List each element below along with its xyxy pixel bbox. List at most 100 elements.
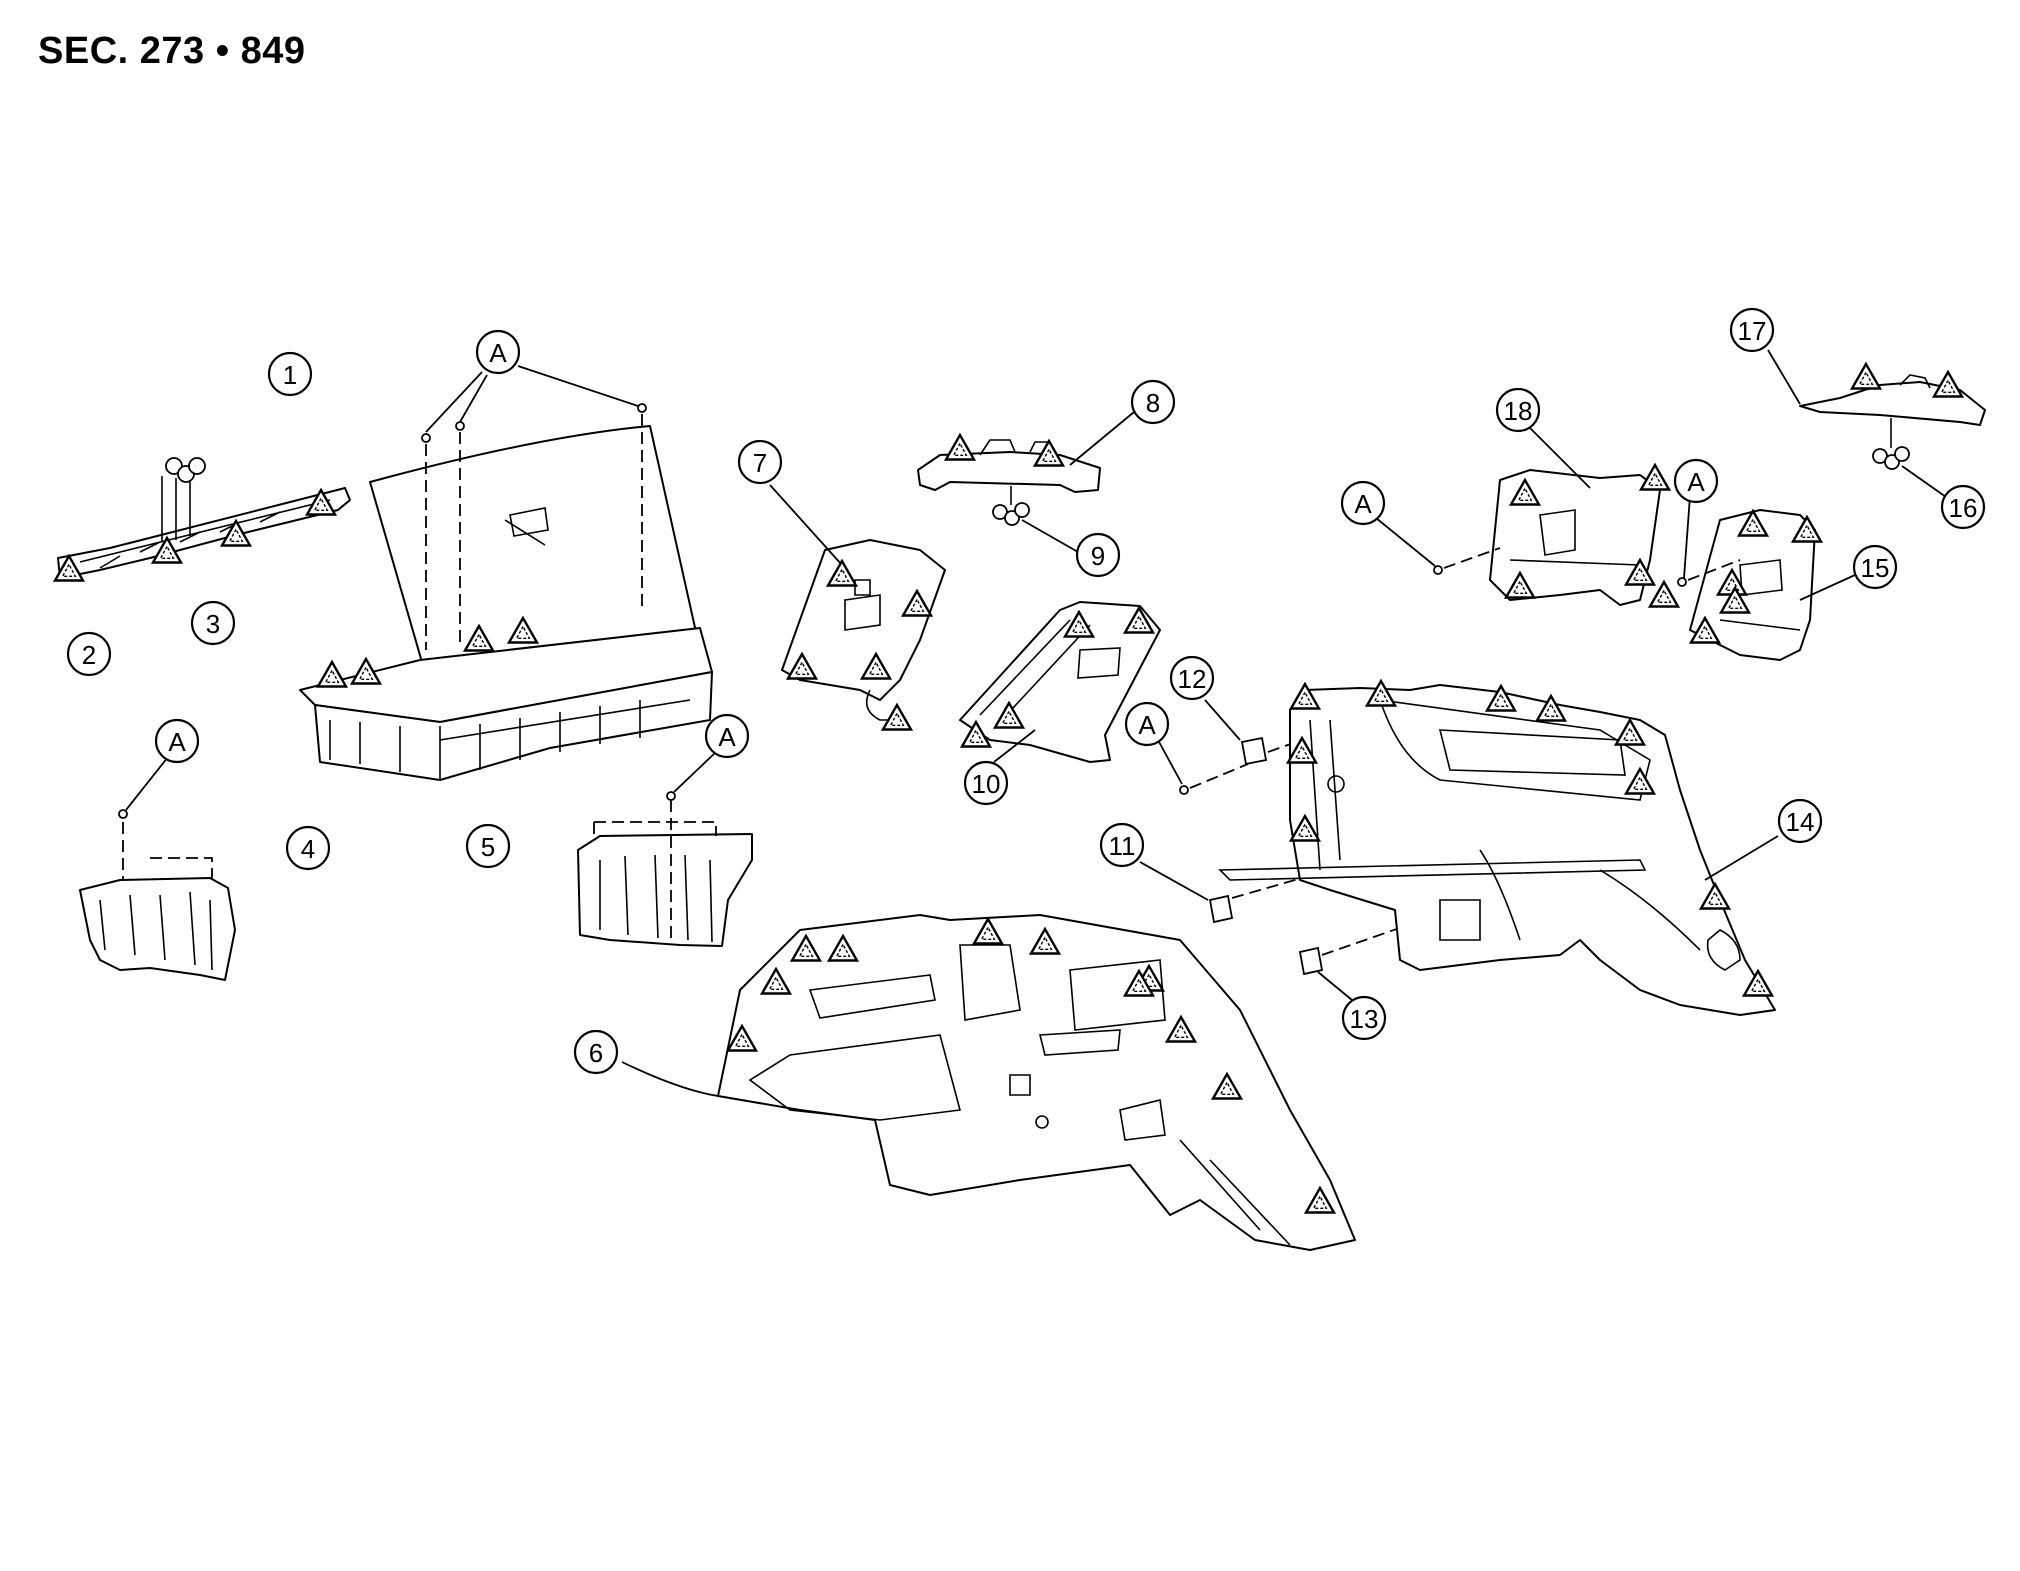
callout-1: 1 xyxy=(267,351,313,397)
clip-triangle-icon xyxy=(1534,693,1568,722)
part-15-side-trim xyxy=(1689,509,1816,661)
reference-label: A xyxy=(168,727,186,757)
clip-triangle-icon xyxy=(1032,438,1066,467)
reference-mark-a: A xyxy=(154,718,200,764)
clip-triangle-icon xyxy=(1698,881,1732,910)
callout-3: 3 xyxy=(190,600,236,646)
clip-triangle-icon xyxy=(1028,926,1062,955)
callout-label: 18 xyxy=(1504,396,1533,426)
clip-triangle-icon xyxy=(1164,1014,1198,1043)
clip-triangle-icon xyxy=(1623,557,1657,586)
clip-triangle-icon xyxy=(1484,683,1518,712)
callout-7: 7 xyxy=(737,439,783,485)
callout-13: 13 xyxy=(1341,995,1387,1041)
reference-mark-a: A xyxy=(704,713,750,759)
callout-label: 10 xyxy=(972,769,1001,799)
clip-triangle-icon xyxy=(826,933,860,962)
reference-mark-a: A xyxy=(475,329,521,375)
clip-triangle-icon xyxy=(1122,605,1156,634)
callout-label: 2 xyxy=(82,640,96,670)
clip-triangle-icon xyxy=(900,588,934,617)
clip-triangle-icon xyxy=(1288,813,1322,842)
callout-label: 12 xyxy=(1178,664,1207,694)
callout-label: 14 xyxy=(1786,807,1815,837)
part-9-clip xyxy=(992,486,1030,526)
clip-triangle-icon xyxy=(1931,369,1965,398)
callout-label: 9 xyxy=(1091,541,1105,571)
part-5-bracket xyxy=(577,833,753,947)
callout-label: 7 xyxy=(753,448,767,478)
part-6-floor-panel xyxy=(717,914,1356,1251)
clip-triangle-icon xyxy=(859,651,893,680)
part-1-clip xyxy=(161,457,206,542)
callout-18: 18 xyxy=(1495,387,1541,433)
clip-triangle-icon xyxy=(759,966,793,995)
clip-triangle-icon xyxy=(1736,508,1770,537)
reference-label: A xyxy=(1687,467,1705,497)
clip-triangle-icon xyxy=(1647,579,1681,608)
callout-6: 6 xyxy=(573,1029,619,1075)
callout-label: 15 xyxy=(1861,553,1890,583)
callout-label: 11 xyxy=(1109,831,1136,861)
clip-triangle-icon xyxy=(789,933,823,962)
clip-triangle-icon xyxy=(1613,717,1647,746)
callout-11: 11 xyxy=(1099,822,1145,868)
clip-triangle-icon xyxy=(315,659,349,688)
clip-triangle-icon xyxy=(1718,585,1752,614)
clip-triangle-icon xyxy=(1288,681,1322,710)
reference-label: A xyxy=(1354,489,1372,519)
part-12-clip xyxy=(1240,736,1268,766)
part-2-trim-strip xyxy=(57,487,351,579)
reference-mark-a: A xyxy=(1673,458,1719,504)
part-7-pillar-trim xyxy=(781,539,946,721)
clip-triangle-icon xyxy=(959,719,993,748)
callout-4: 4 xyxy=(285,825,331,871)
clip-triangle-icon xyxy=(219,518,253,547)
clip-triangle-icon xyxy=(943,432,977,461)
clip-triangle-icon xyxy=(1688,615,1722,644)
callout-8: 8 xyxy=(1130,379,1176,425)
reference-mark-a: A xyxy=(1340,480,1386,526)
part-16-clip xyxy=(1872,418,1910,470)
clip-triangle-icon xyxy=(825,558,859,587)
callout-2: 2 xyxy=(66,631,112,677)
clip-triangle-icon xyxy=(1623,766,1657,795)
clip-triangle-icon xyxy=(349,656,383,685)
callout-17: 17 xyxy=(1729,307,1775,353)
callout-label: 3 xyxy=(206,609,220,639)
fastener-reference-marks: A A A A A A xyxy=(154,329,1719,764)
reference-label: A xyxy=(718,722,736,752)
callout-label: 1 xyxy=(283,360,297,390)
clip-triangle-icon xyxy=(971,916,1005,945)
callout-label: 5 xyxy=(481,832,495,862)
clip-triangle-icon xyxy=(52,553,86,582)
clip-triangle-icon xyxy=(725,1023,759,1052)
clip-triangle-icon xyxy=(1364,678,1398,707)
clip-triangle-icon xyxy=(1503,570,1537,599)
clip-triangle-icon xyxy=(506,615,540,644)
clip-triangle-icon xyxy=(1741,968,1775,997)
callout-label: 17 xyxy=(1738,316,1767,346)
part-14-quarter-trim xyxy=(1218,684,1776,1016)
callout-label: 16 xyxy=(1949,493,1978,523)
clip-triangle-icon xyxy=(1849,361,1883,390)
clip-triangle-icon xyxy=(150,535,184,564)
clip-triangle-icon xyxy=(1122,968,1156,997)
callout-12: 12 xyxy=(1169,655,1215,701)
reference-label: A xyxy=(1138,710,1156,740)
clip-triangle-icon xyxy=(992,700,1026,729)
callout-5: 5 xyxy=(465,823,511,869)
callout-14: 14 xyxy=(1777,798,1823,844)
callout-label: 8 xyxy=(1146,388,1160,418)
clip-triangle-icon xyxy=(462,623,496,652)
callout-10: 10 xyxy=(963,760,1009,806)
clip-triangle-icon xyxy=(1285,735,1319,764)
clip-triangle-icon xyxy=(1508,477,1542,506)
callout-15: 15 xyxy=(1852,544,1898,590)
part-4-side-panel xyxy=(79,877,236,981)
callout-label: 4 xyxy=(301,834,315,864)
callout-label: 13 xyxy=(1350,1004,1379,1034)
clip-triangle-icon xyxy=(1790,514,1824,543)
reference-mark-a: A xyxy=(1124,701,1170,747)
section-title: SEC. 273 • 849 xyxy=(38,30,306,72)
